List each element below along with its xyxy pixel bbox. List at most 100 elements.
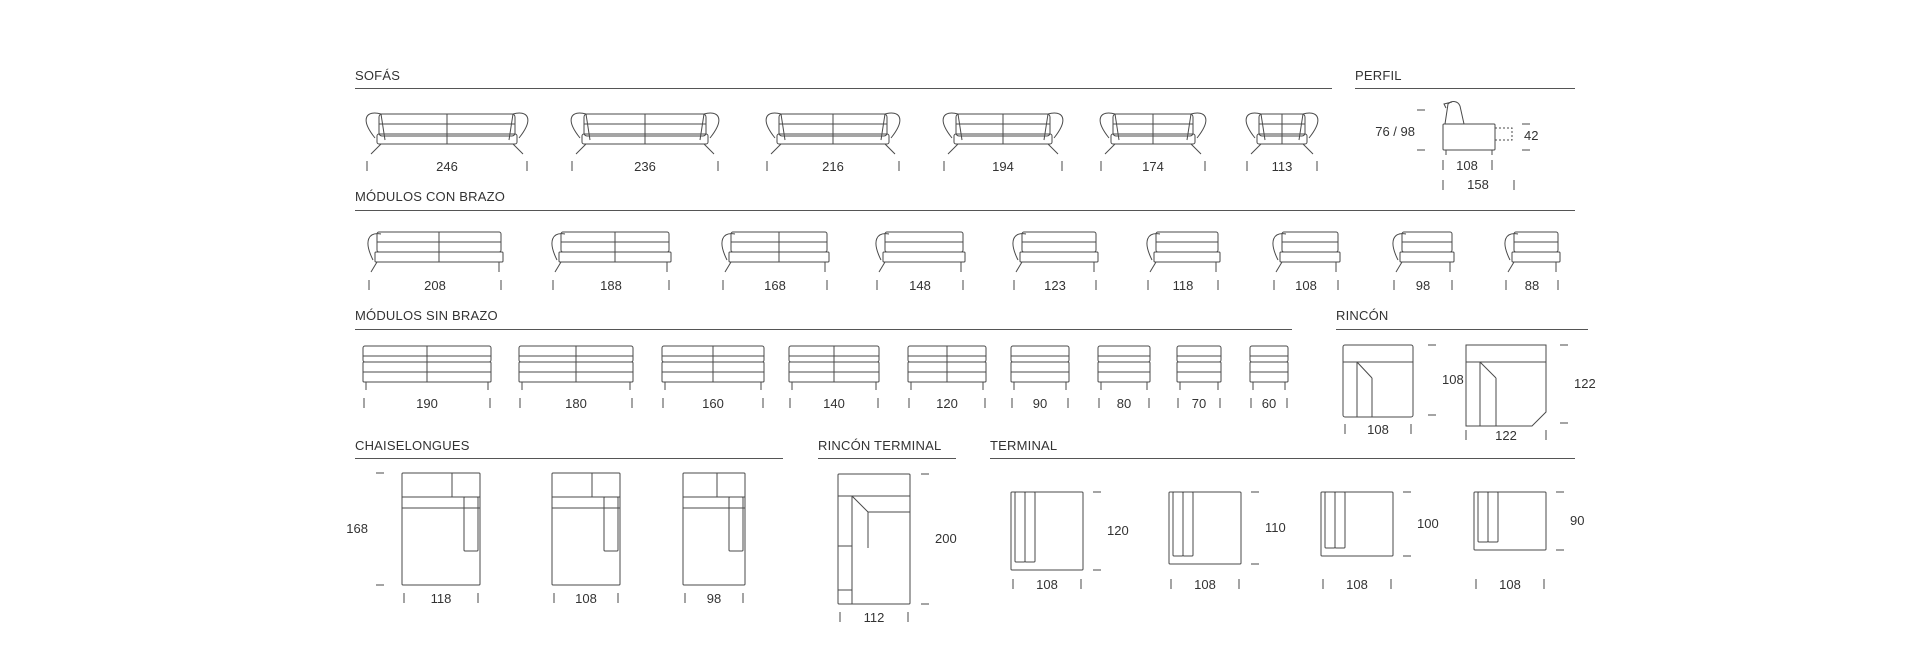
dimension-ticks <box>1177 398 1221 408</box>
width-label: 246 <box>436 159 458 174</box>
dimension-ticks <box>662 398 764 408</box>
section-rule <box>1336 329 1588 330</box>
dimension-ticks <box>552 280 670 290</box>
width-label: 122 <box>1495 428 1517 443</box>
dimension-ticks <box>1012 579 1082 589</box>
section-title-perfil: PERFIL <box>1355 68 1402 83</box>
width-label: 80 <box>1117 396 1131 411</box>
section-rule <box>355 458 783 459</box>
dimension-ticks <box>1273 280 1339 290</box>
width-label: 108 <box>1295 278 1317 293</box>
depth-label: 100 <box>1417 516 1439 531</box>
section-title-modulos-sin-brazo: MÓDULOS SIN BRAZO <box>355 308 498 323</box>
dimension-ticks <box>1100 161 1206 171</box>
module-arm-drawing <box>1392 231 1455 273</box>
module-arm-drawing <box>875 231 966 273</box>
dimension-ticks <box>1417 109 1530 190</box>
terminal-drawing <box>1168 491 1242 565</box>
width-label: 168 <box>764 278 786 293</box>
module-noarm-drawing <box>1249 345 1289 390</box>
width-label: 113 <box>1272 159 1293 174</box>
width-label: 120 <box>936 396 958 411</box>
dimension-ticks <box>1093 491 1101 571</box>
width-label: 160 <box>702 396 724 411</box>
module-arm-drawing <box>551 231 672 273</box>
width-label: 108 <box>1346 577 1368 592</box>
module-noarm-drawing <box>1176 345 1222 390</box>
terminal-drawing <box>1010 491 1084 571</box>
section-rule <box>355 210 1575 211</box>
section-rule <box>355 88 1332 89</box>
dimension-ticks <box>1475 579 1545 589</box>
width-label: 70 <box>1192 396 1206 411</box>
dimension-ticks <box>1560 344 1568 424</box>
module-noarm-drawing <box>788 345 880 390</box>
section-title-rincon: RINCÓN <box>1336 308 1389 323</box>
module-arm-drawing <box>367 231 504 273</box>
width-label: 112 <box>864 610 885 625</box>
width-label: 208 <box>424 278 446 293</box>
dimension-ticks <box>553 593 619 603</box>
depth-label: 120 <box>1107 523 1129 538</box>
dimension-ticks <box>1098 398 1150 408</box>
module-arm-drawing <box>721 231 830 273</box>
corner-drawing <box>1465 344 1547 427</box>
width-label: 60 <box>1262 396 1276 411</box>
depth-open-label: 158 <box>1467 177 1489 192</box>
dimension-ticks <box>684 593 744 603</box>
section-rule <box>990 458 1575 459</box>
module-noarm-drawing <box>1097 345 1151 390</box>
module-noarm-drawing <box>907 345 987 390</box>
module-arm-drawing <box>1272 231 1341 273</box>
width-label: 180 <box>565 396 587 411</box>
dimension-ticks <box>722 280 828 290</box>
sofa-drawing <box>570 112 720 155</box>
module-noarm-drawing <box>1010 345 1070 390</box>
width-label: 174 <box>1142 159 1164 174</box>
section-rule <box>355 329 1292 330</box>
width-label: 194 <box>992 159 1014 174</box>
sofa-drawing <box>365 112 529 155</box>
dimension-ticks <box>1556 491 1564 551</box>
module-arm-drawing <box>1012 231 1099 273</box>
profile-drawing <box>1442 101 1513 155</box>
dimension-ticks <box>1011 398 1069 408</box>
dimension-ticks <box>876 280 964 290</box>
width-label: 108 <box>1367 422 1389 437</box>
dimension-ticks <box>766 161 900 171</box>
section-title-rincon-terminal: RINCÓN TERMINAL <box>818 438 942 453</box>
dimension-ticks <box>921 473 929 605</box>
depth-label: 90 <box>1570 513 1584 528</box>
width-label: 98 <box>707 591 721 606</box>
seat-height-label: 42 <box>1524 128 1538 143</box>
dimension-ticks <box>1246 161 1318 171</box>
dimension-ticks <box>1250 398 1288 408</box>
corner-terminal-drawing <box>837 473 911 605</box>
dimension-ticks <box>366 161 528 171</box>
width-label: 216 <box>822 159 844 174</box>
dimension-ticks <box>403 593 479 603</box>
dimension-ticks <box>363 398 491 408</box>
dimension-ticks <box>376 472 384 586</box>
section-rule <box>818 458 956 459</box>
dimension-ticks <box>519 398 633 408</box>
section-title-chaiselongues: CHAISELONGUES <box>355 438 470 453</box>
height-label: 76 / 98 <box>1375 124 1415 139</box>
section-rule <box>1355 88 1575 89</box>
dimension-ticks <box>943 161 1063 171</box>
width-label: 98 <box>1416 278 1430 293</box>
depth-label: 200 <box>935 531 957 546</box>
module-arm-drawing <box>1504 231 1561 273</box>
depth-label: 110 <box>1265 520 1286 535</box>
width-label: 190 <box>416 396 438 411</box>
width-label: 108 <box>575 591 597 606</box>
chaise-drawing <box>682 472 746 586</box>
chaise-drawing <box>551 472 621 586</box>
dimension-ticks <box>1013 280 1097 290</box>
dimension-ticks <box>368 280 502 290</box>
depth-label: 168 <box>346 521 368 536</box>
width-label: 118 <box>1173 278 1194 293</box>
dimension-ticks <box>1322 579 1392 589</box>
width-label: 118 <box>431 591 452 606</box>
width-label: 236 <box>634 159 656 174</box>
